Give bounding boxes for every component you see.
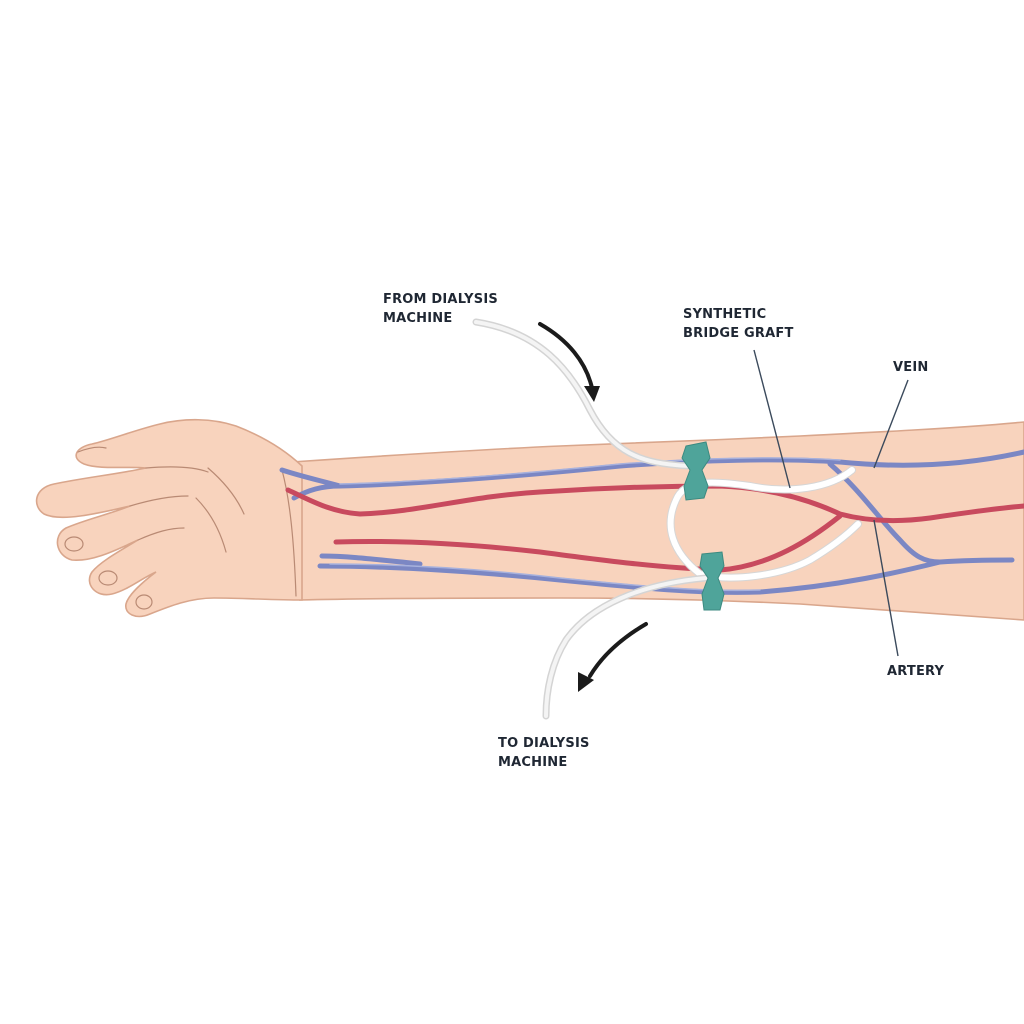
hand <box>35 418 303 618</box>
finger-crease-3 <box>137 527 185 541</box>
vein-connector <box>827 461 943 565</box>
labels: FROM DIALYSIS MACHINE SYNTHETIC BRIDGE G… <box>383 292 945 770</box>
fingernail-2 <box>98 570 118 586</box>
to-dialysis-label-line-1: TO DIALYSIS <box>498 736 590 751</box>
finger-crease-1 <box>145 466 209 473</box>
fingernail-1 <box>64 536 84 552</box>
from-dialysis-label-line-1: FROM DIALYSIS <box>383 292 498 307</box>
to-dialysis-label-line-2: MACHINE <box>498 755 567 770</box>
flow-arrows <box>538 322 648 692</box>
wrist-line <box>281 469 297 597</box>
veins <box>279 449 1024 595</box>
artery-leader <box>873 519 899 657</box>
fingernail-3 <box>135 594 153 610</box>
palm-crease-1 <box>195 497 227 553</box>
vein-lower-highlight <box>329 563 761 592</box>
thumb-nail <box>77 446 107 453</box>
inflow-arrow <box>538 322 594 390</box>
artery-lower <box>333 513 843 573</box>
vein-lower-branch <box>319 553 423 567</box>
from-dialysis-label-line-2: MACHINE <box>383 311 452 326</box>
vein-label: VEIN <box>893 360 928 375</box>
vein-upper-highlight <box>339 457 841 485</box>
needles <box>681 441 725 611</box>
outflow-arrow <box>588 622 648 678</box>
lower-needle-hub <box>699 551 725 611</box>
finger-crease-2 <box>129 495 189 507</box>
graft-label-line-2: BRIDGE GRAFT <box>683 326 794 341</box>
inflow-arrowhead <box>584 386 600 402</box>
artery-label: ARTERY <box>887 664 945 679</box>
from-dialysis-label: FROM DIALYSIS MACHINE <box>383 292 503 326</box>
graft-leader <box>753 349 791 489</box>
leader-lines <box>753 349 909 657</box>
outflow-arrowhead <box>578 672 594 692</box>
graft-label: SYNTHETIC BRIDGE GRAFT <box>683 307 794 341</box>
dialysis-tubing <box>472 318 710 720</box>
upper-needle-hub <box>681 441 711 501</box>
graft-label-line-1: SYNTHETIC <box>683 307 766 322</box>
graft-tube <box>667 467 861 581</box>
outflow-tube-core <box>544 576 708 718</box>
inflow-tube-core <box>474 320 692 468</box>
vein-leader <box>873 379 909 469</box>
to-dialysis-label: TO DIALYSIS MACHINE <box>498 736 594 770</box>
synthetic-graft <box>666 466 862 582</box>
palm-crease-2 <box>207 467 245 515</box>
